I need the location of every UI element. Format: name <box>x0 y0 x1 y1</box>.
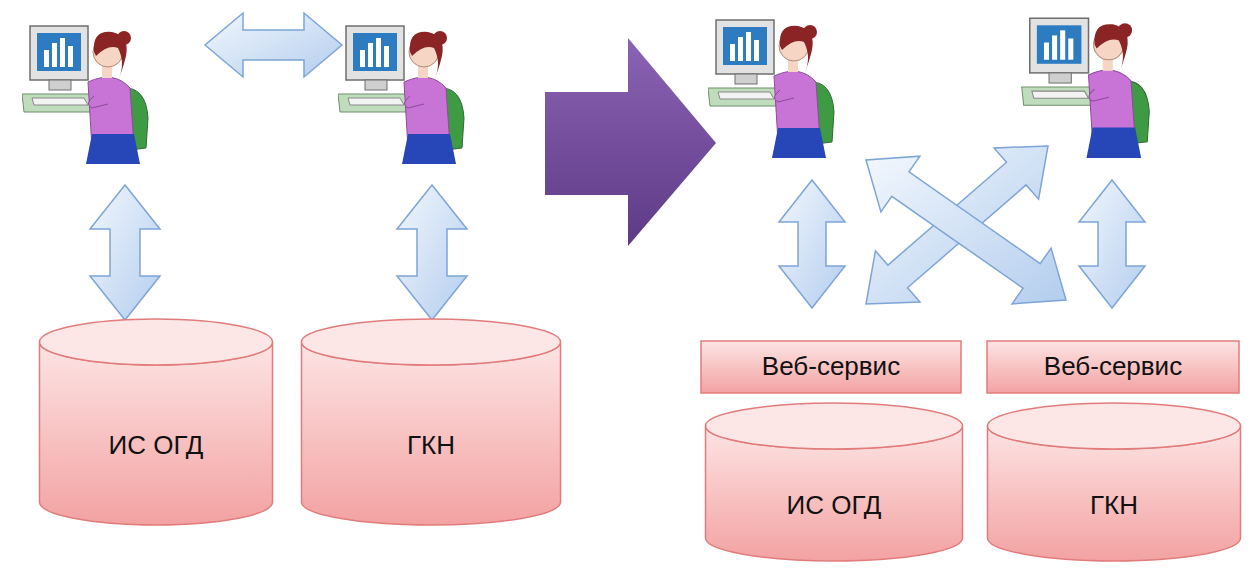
double-arrow <box>205 13 342 77</box>
user-figure <box>1022 18 1150 158</box>
service-label: Веб-сервис <box>1044 352 1182 382</box>
transition-arrow <box>545 38 716 246</box>
database-label: ГКН <box>1090 491 1138 521</box>
database-label: ГКН <box>407 431 455 461</box>
cylinder-outline <box>986 402 1242 562</box>
user-figure <box>338 26 464 164</box>
service-label: Веб-сервис <box>762 352 900 382</box>
cylinder-outline <box>38 318 274 526</box>
database-label: ИС ОГД <box>109 431 204 461</box>
database-label: ИС ОГД <box>787 491 882 521</box>
database-cylinder: ИС ОГД <box>38 318 274 526</box>
double-arrow <box>90 185 160 320</box>
database-cylinder: ГКН <box>300 318 562 526</box>
cylinder-outline <box>300 318 562 526</box>
double-arrow <box>397 185 467 320</box>
arrows <box>90 13 1145 320</box>
web-service-box: Веб-сервис <box>700 340 962 394</box>
web-service-box: Веб-сервис <box>986 340 1240 394</box>
user-figure <box>22 26 148 164</box>
database-cylinder: ГКН <box>986 402 1242 562</box>
double-arrow <box>866 156 1066 304</box>
database-cylinder: ИС ОГД <box>704 402 964 562</box>
user-figure <box>708 20 834 158</box>
double-arrow <box>1079 180 1145 308</box>
cylinder-outline <box>704 402 964 562</box>
double-arrow <box>779 180 845 308</box>
